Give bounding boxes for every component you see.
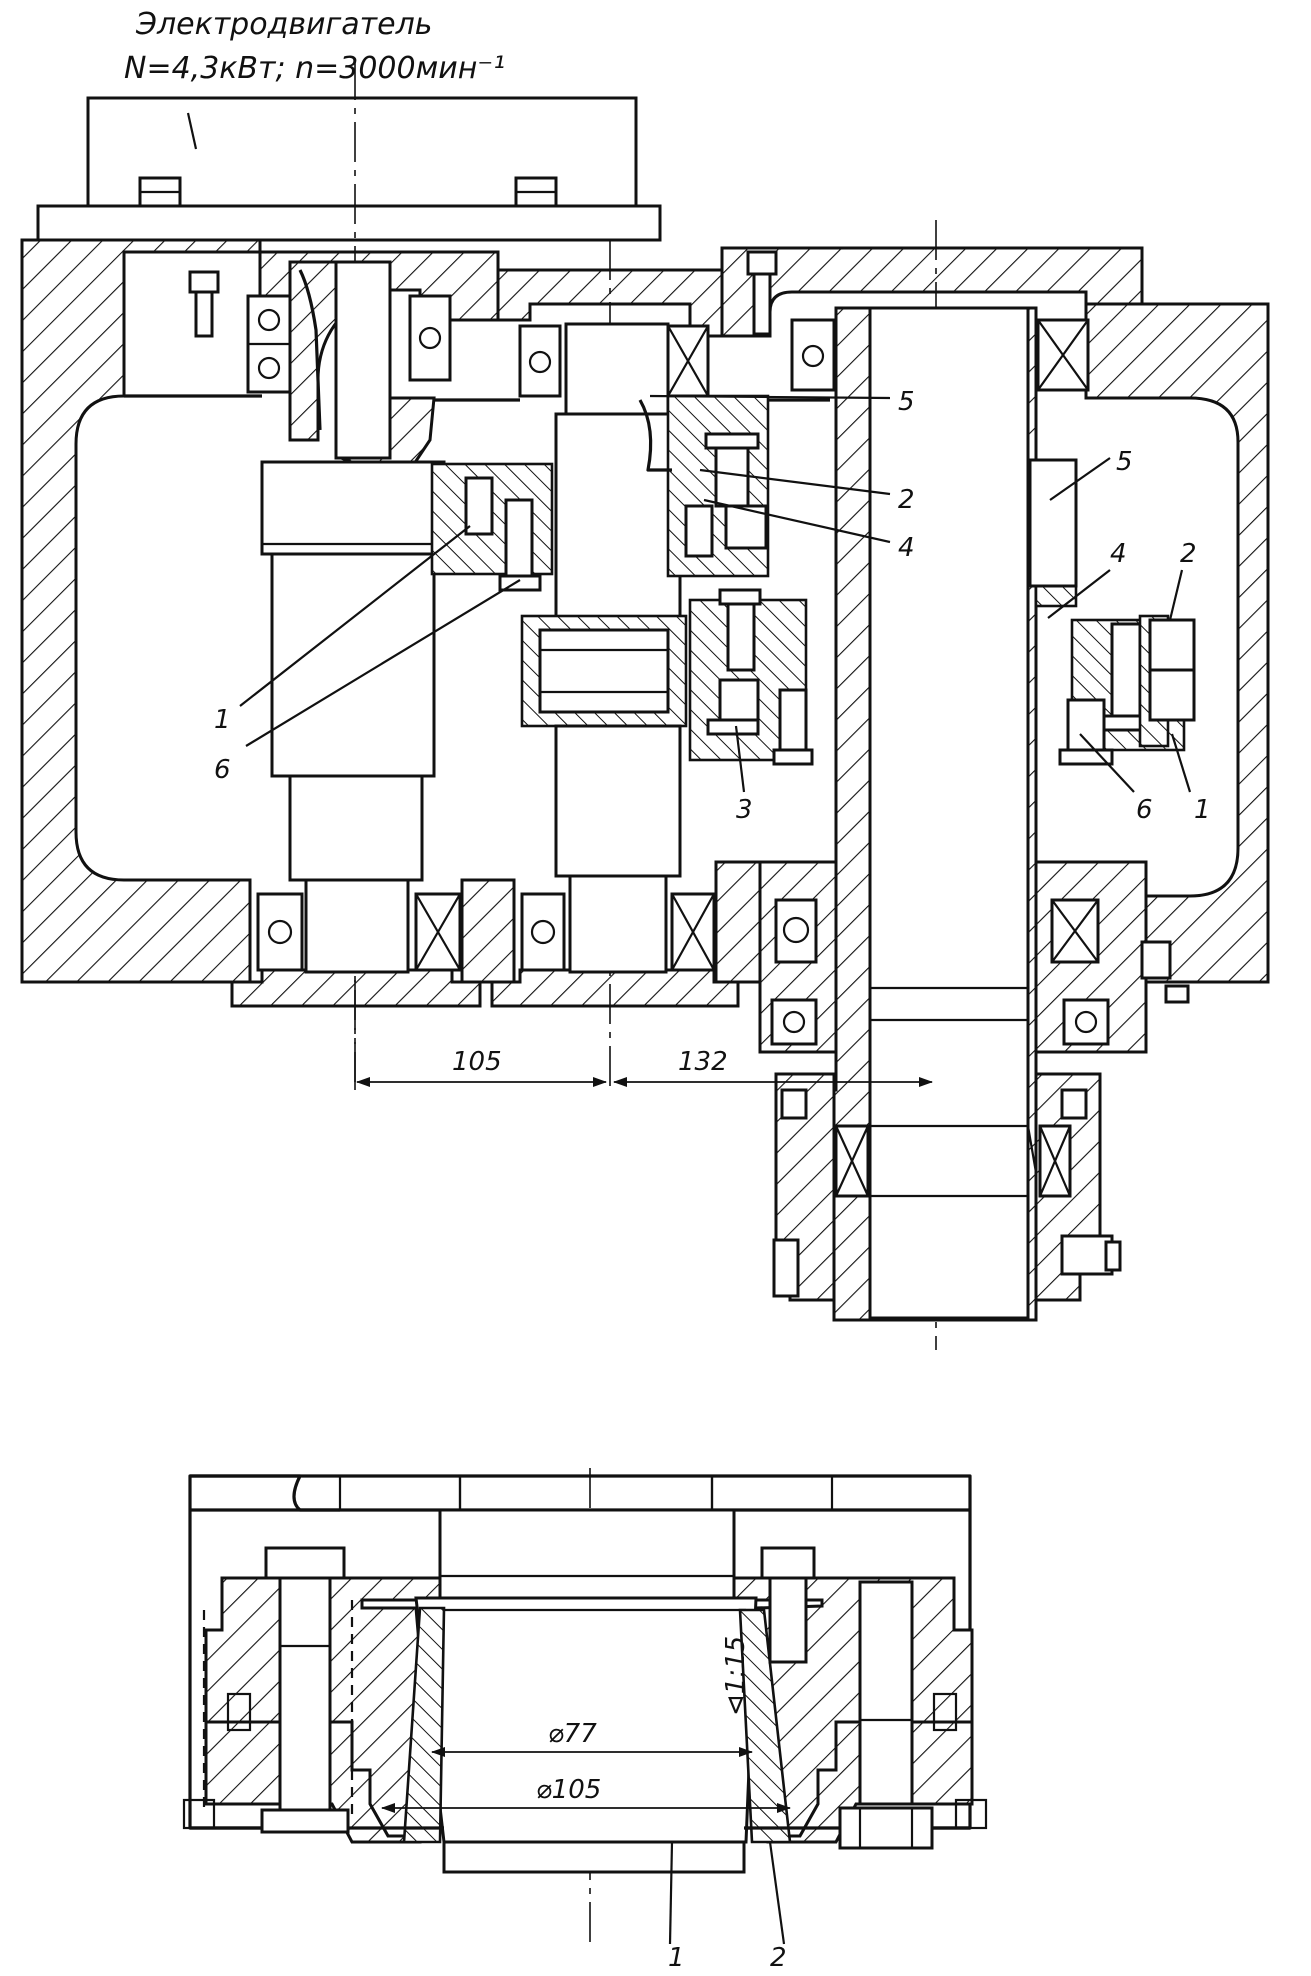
motor-flange bbox=[36, 204, 662, 242]
bolt-bottom-left bbox=[260, 1546, 350, 1834]
input-coupling bbox=[298, 269, 322, 431]
bottom-cover-mid bbox=[490, 968, 740, 1008]
dim-132: 132 bbox=[678, 1047, 728, 1077]
dim-dia105: ⌀105 bbox=[536, 1775, 601, 1805]
motor-bolt-right bbox=[514, 176, 558, 208]
bottom-block bbox=[442, 1840, 746, 1874]
bearing-input-bottom bbox=[256, 892, 462, 972]
clutch-right bbox=[1028, 458, 1196, 766]
label-c6: 6 bbox=[214, 755, 231, 785]
leader-b1 bbox=[668, 1841, 674, 1945]
motor-leader bbox=[186, 112, 198, 150]
input-shaft-end bbox=[304, 878, 410, 974]
bolt-output-right bbox=[1140, 940, 1190, 1004]
label-r4: 4 bbox=[1110, 539, 1127, 569]
input-shaft-lower bbox=[288, 774, 424, 882]
taper-sleeve bbox=[738, 1608, 792, 1844]
label-r5: 5 bbox=[1116, 447, 1133, 477]
bolt-top-left bbox=[188, 270, 220, 338]
label-c1: 1 bbox=[214, 705, 231, 735]
mid-shaft-lower bbox=[554, 724, 682, 878]
top-section bbox=[20, 60, 1270, 1350]
clutch-left bbox=[430, 462, 554, 592]
label-m2: 2 bbox=[898, 485, 915, 515]
label-m5: 5 bbox=[898, 387, 915, 417]
clutch-mid-lower bbox=[688, 588, 814, 766]
mid-shaft-top bbox=[564, 322, 670, 416]
bolt-bottom-right bbox=[760, 1546, 934, 1850]
taper-sleeve-left bbox=[402, 1606, 446, 1844]
top-block bbox=[438, 1508, 736, 1600]
leaders-top bbox=[239, 394, 1192, 793]
mid-gear-core bbox=[538, 628, 670, 714]
motor-title: Электродвигатель bbox=[135, 7, 432, 42]
motor-bolt-left bbox=[138, 176, 182, 208]
label-r6: 6 bbox=[1136, 795, 1153, 825]
leader-b2 bbox=[768, 1841, 786, 1945]
label-r2: 2 bbox=[1180, 539, 1197, 569]
label-m3: 3 bbox=[736, 795, 753, 825]
mid-shaft-end bbox=[568, 874, 668, 974]
bearing-input-top-left bbox=[246, 294, 292, 394]
output-bore bbox=[868, 306, 1030, 1320]
housing-right-wall bbox=[1084, 302, 1270, 984]
bearing-mid-top bbox=[518, 324, 710, 398]
bolt-output-top bbox=[746, 250, 778, 336]
input-shaft-collar bbox=[260, 460, 446, 556]
dim-dia77: ⌀77 bbox=[548, 1719, 597, 1749]
dim-105: 105 bbox=[452, 1047, 502, 1077]
input-shaft-core bbox=[334, 260, 392, 460]
motor-spec: N=4,3кВт; n=3000мин⁻¹ bbox=[124, 51, 505, 86]
label-b2: 2 bbox=[770, 1943, 787, 1973]
label-m4: 4 bbox=[898, 533, 915, 563]
bearing-output-bottom bbox=[758, 860, 1148, 1054]
label-r1: 1 bbox=[1194, 795, 1211, 825]
housing-left-wall bbox=[20, 238, 262, 984]
bearing-output-top bbox=[790, 318, 1090, 392]
housing-bottom-mid bbox=[714, 860, 762, 984]
spindle-nut bbox=[772, 1072, 1122, 1302]
dim-taper: ⊲1:15 bbox=[721, 1636, 751, 1716]
bottom-cover-left bbox=[230, 968, 482, 1008]
bottom-section bbox=[182, 1468, 988, 1946]
mid-shaft bbox=[554, 412, 682, 626]
label-b1: 1 bbox=[668, 1943, 685, 1973]
housing-bottom-left bbox=[460, 878, 516, 984]
bearing-mid-bottom bbox=[520, 892, 716, 972]
bearing-input-top-right bbox=[408, 294, 452, 382]
